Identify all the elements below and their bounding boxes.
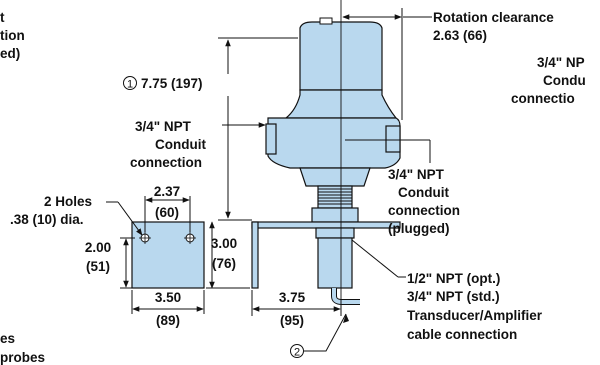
mounting-hole-right <box>184 232 196 244</box>
height-callout-circle <box>123 76 137 90</box>
probe-callout-leader <box>304 313 347 352</box>
cable-label-2: 3/4" NPT (std.) <box>407 289 500 304</box>
bottom-left-label-2: probes <box>0 350 45 365</box>
height-callout-number: 1 <box>127 79 133 91</box>
probe-callout-circle <box>290 344 304 358</box>
bracket-top-plate <box>251 221 401 229</box>
depth-value-2: (95) <box>280 313 304 328</box>
mounting-hole-left <box>139 232 151 244</box>
conduit-left-label-3: connection <box>130 155 202 170</box>
depth-value-1: 3.75 <box>279 290 306 305</box>
thread-lines <box>318 188 352 205</box>
bracket-height-value-1: 3.00 <box>211 236 237 251</box>
cable-label-4: cable connection <box>407 327 517 342</box>
probe-body <box>317 237 353 289</box>
rotation-label-2: 2.63 (66) <box>433 28 487 43</box>
bracket-height-value-2: (76) <box>212 256 236 271</box>
holes-leader-diag <box>117 201 143 236</box>
bottom-left-label-1: es <box>0 331 15 346</box>
holes-label-2: .38 (10) dia. <box>10 212 84 227</box>
plugged-conduit-boss <box>385 125 401 153</box>
lower-nut <box>315 227 355 239</box>
housing-assembly <box>251 17 401 305</box>
cable-label-3: Transducer/Amplifier <box>407 308 543 323</box>
plate-width-value-2: (89) <box>156 313 180 328</box>
plugged-label-2: Conduit <box>398 185 449 200</box>
housing-base <box>299 167 371 187</box>
mounting-plate <box>131 221 205 289</box>
conduit-left-label-2: Conduit <box>155 137 206 152</box>
holes-label-1: 2 Holes <box>44 194 92 209</box>
top-left-label-3: ed) <box>0 46 20 61</box>
spacing-value-1: 2.37 <box>154 184 180 199</box>
probe-callout-number: 2 <box>294 347 300 359</box>
conduit-right-label-3: connectio <box>511 91 575 106</box>
cable-label-1: 1/2" NPT (opt.) <box>407 271 500 286</box>
plate-height-value-1: 2.00 <box>85 240 111 255</box>
probe-callout-arrow <box>343 314 349 323</box>
conduit-right-label-2: Condu <box>543 73 586 88</box>
probe-cable-fill <box>332 288 360 304</box>
mounting-nut <box>311 207 359 223</box>
plate-width-value-1: 3.50 <box>155 290 181 305</box>
cable-leader-diag <box>351 239 399 278</box>
housing-body <box>267 117 401 169</box>
top-left-label-1: t <box>0 10 5 25</box>
top-left-label-2: tion <box>0 28 25 43</box>
plugged-label-1: 3/4" NPT <box>388 167 445 182</box>
height-value: 7.75 (197) <box>141 76 203 91</box>
spacing-value-2: (60) <box>155 205 179 220</box>
plate-height-value-2: (51) <box>86 259 110 274</box>
plugged-label-3: connection <box>388 203 460 218</box>
plugged-label-4: (plugged) <box>388 221 449 236</box>
cap-slot <box>319 17 333 25</box>
conduit-right-label-1: 3/4" NP <box>537 55 585 70</box>
left-conduit-boss <box>265 123 277 155</box>
rotation-label-1: Rotation clearance <box>433 10 554 25</box>
bracket-leg <box>251 221 259 289</box>
conduit-left-label-1: 3/4" NPT <box>135 119 192 134</box>
